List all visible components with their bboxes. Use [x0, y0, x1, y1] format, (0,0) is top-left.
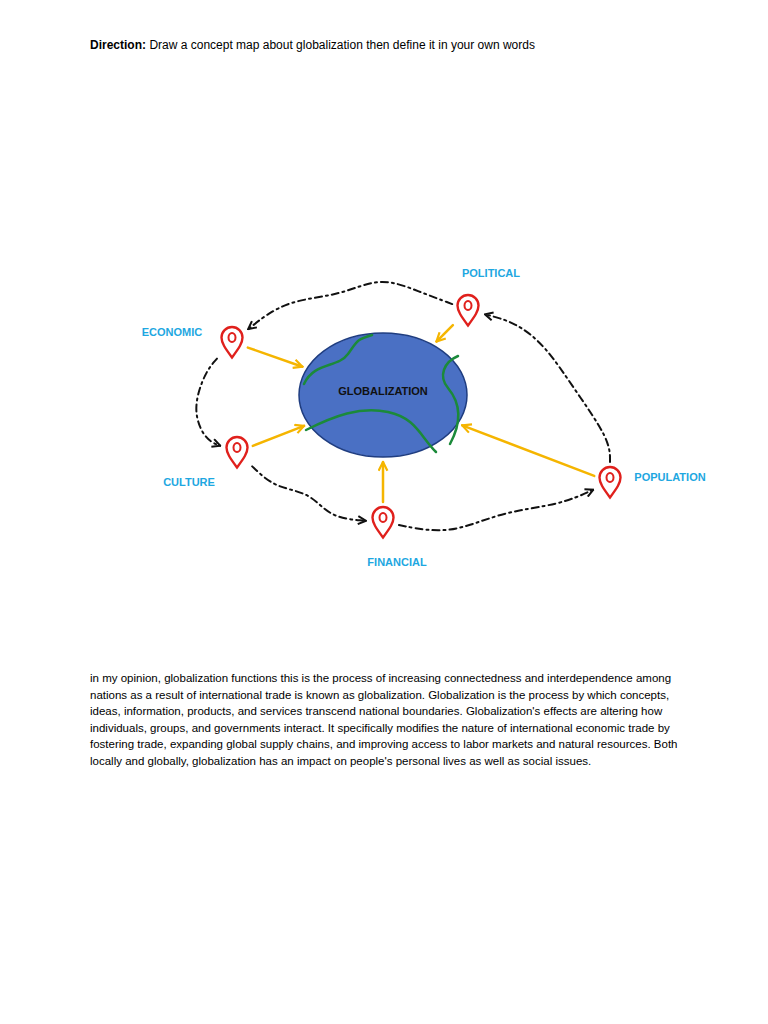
continent-line: [443, 356, 458, 444]
category-label: POLITICAL: [462, 267, 520, 279]
location-pin: POLITICAL: [455, 293, 481, 327]
flow-arrow: [462, 425, 594, 476]
pin-shape: [224, 435, 250, 469]
pin-shape: [455, 293, 481, 327]
cycle-arrow: [399, 490, 593, 531]
pin-hole: [380, 513, 387, 522]
category-label: FINANCIAL: [367, 556, 426, 568]
direction-heading: Direction:: [90, 38, 146, 52]
continent-line: [304, 335, 372, 384]
globe-outline: [299, 333, 467, 457]
direction-text: Draw a concept map about globalization t…: [149, 38, 535, 52]
location-pin: FINANCIAL: [370, 505, 396, 539]
pin-outline: [373, 507, 394, 538]
pin-outline: [227, 437, 248, 468]
pin-hole: [607, 473, 614, 482]
pin-shape: [370, 505, 396, 539]
globe-circle: GLOBALIZATION: [298, 332, 468, 458]
cycle-arrow: [252, 466, 366, 520]
flow-arrow: [253, 426, 304, 446]
category-label: ECONOMIC: [142, 326, 203, 338]
location-pin: ECONOMIC: [219, 325, 245, 359]
category-label: CULTURE: [163, 476, 215, 488]
location-pin: CULTURE: [224, 435, 250, 469]
direction-line: Direction:Draw a concept map about globa…: [90, 38, 535, 52]
pin-shape: [597, 465, 623, 499]
pin-shape: [219, 325, 245, 359]
category-label: POPULATION: [634, 471, 705, 483]
pin-outline: [222, 327, 243, 358]
continent-line: [306, 410, 436, 452]
pin-hole: [229, 333, 236, 342]
cycle-arrow: [485, 314, 610, 462]
pin-hole: [234, 443, 241, 452]
pin-outline: [458, 295, 479, 326]
pin-outline: [600, 467, 621, 498]
flow-arrow: [248, 348, 303, 367]
node-label: GLOBALIZATION: [338, 385, 428, 397]
cycle-arrow: [196, 359, 220, 446]
cycle-arrow: [248, 282, 452, 329]
flow-arrow: [436, 325, 452, 341]
pin-hole: [465, 301, 472, 310]
flow-arrow: [382, 462, 385, 502]
location-pin: POPULATION: [597, 465, 623, 499]
definition-paragraph: in my opinion, globalization functions t…: [90, 670, 686, 769]
